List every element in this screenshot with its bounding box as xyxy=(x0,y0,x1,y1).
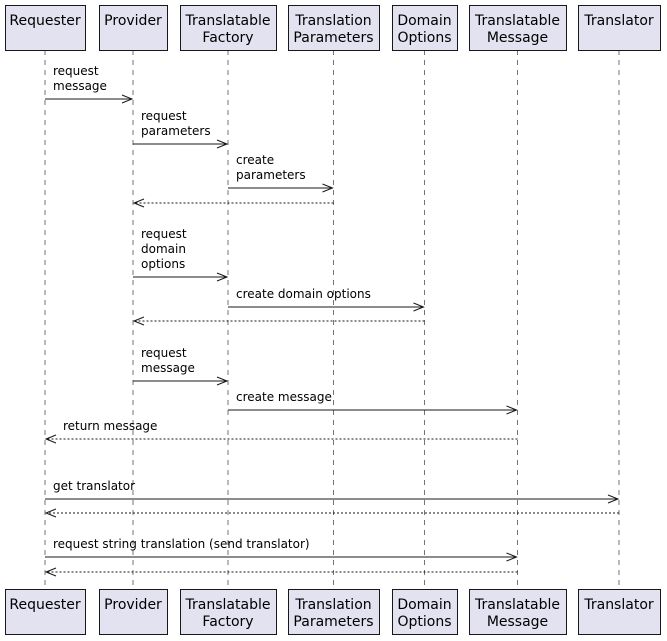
participant-box xyxy=(180,5,277,51)
message-9: create message xyxy=(228,390,518,415)
arrowhead xyxy=(132,198,145,208)
participant-box xyxy=(469,589,567,635)
arrowhead xyxy=(216,139,229,149)
message-6: create domain options xyxy=(228,287,425,312)
participant-label: Translator xyxy=(583,13,654,29)
message-label: request xyxy=(141,109,187,123)
message-4 xyxy=(132,198,334,208)
message-label: create domain options xyxy=(236,287,371,301)
message-label: request xyxy=(141,346,187,360)
message-13: request string translation (send transla… xyxy=(45,537,518,562)
message-12 xyxy=(44,508,619,518)
participant-label: Translation xyxy=(294,597,371,613)
message-label: create xyxy=(236,153,274,167)
participant-label: Parameters xyxy=(293,30,373,46)
participant-box xyxy=(288,589,380,635)
participant-box xyxy=(180,589,277,635)
participant-box xyxy=(469,5,567,51)
messages: requestmessagerequestparameterscreatepar… xyxy=(44,64,620,577)
arrowhead xyxy=(121,94,134,104)
participant-requester-top: Requester xyxy=(5,5,86,51)
message-label: options xyxy=(141,257,185,271)
message-label: message xyxy=(141,361,195,375)
message-7 xyxy=(132,316,425,326)
arrowhead xyxy=(322,183,334,193)
participant-label: Factory xyxy=(202,614,253,630)
participant-label: Options xyxy=(397,614,451,630)
participant-label: Message xyxy=(487,614,548,630)
message-label: return message xyxy=(63,419,157,433)
arrowhead xyxy=(44,434,57,444)
message-label: parameters xyxy=(141,124,211,138)
participant-label: Factory xyxy=(202,30,253,46)
participant-box xyxy=(288,5,380,51)
participant-label: Requester xyxy=(9,13,80,29)
participant-label: Provider xyxy=(104,597,162,613)
participant-box xyxy=(5,5,86,51)
message-10: return message xyxy=(44,419,518,444)
arrowhead xyxy=(506,405,518,415)
participant-label: Domain xyxy=(397,597,451,613)
participant-requester-bottom: Requester xyxy=(5,589,86,635)
message-label: get translator xyxy=(53,479,135,493)
arrowhead xyxy=(413,302,425,312)
lifelines xyxy=(44,50,620,589)
message-label: request xyxy=(53,64,99,78)
arrowhead xyxy=(607,494,620,504)
participant-box xyxy=(392,5,458,51)
message-11: get translator xyxy=(45,479,620,504)
participant-box xyxy=(99,5,168,51)
participant-label: Translatable xyxy=(185,597,271,613)
participant-translator-bottom: Translator xyxy=(578,589,661,635)
message-label: request string translation (send transla… xyxy=(53,537,310,551)
arrowhead xyxy=(506,552,518,562)
participant-provider-bottom: Provider xyxy=(99,589,168,635)
participant-label: Domain xyxy=(397,13,451,29)
arrowhead xyxy=(132,316,145,326)
arrowhead xyxy=(44,508,57,518)
participant-box xyxy=(392,589,458,635)
participant-label: Parameters xyxy=(293,614,373,630)
message-label: request xyxy=(141,227,187,241)
message-label: message xyxy=(53,79,107,93)
participant-provider-top: Provider xyxy=(99,5,168,51)
participant-label: Message xyxy=(487,30,548,46)
participant-label: Translatable xyxy=(474,597,560,613)
message-label: create message xyxy=(236,390,332,404)
participant-label: Provider xyxy=(104,13,162,29)
participant-box xyxy=(578,5,661,51)
participant-box xyxy=(578,589,661,635)
participant-label: Translatable xyxy=(474,13,560,29)
message-label: domain xyxy=(141,242,186,256)
participant-label: Requester xyxy=(9,597,80,613)
arrowhead xyxy=(44,567,57,577)
participant-label: Translation xyxy=(294,13,371,29)
message-label: parameters xyxy=(236,168,306,182)
participant-translator-top: Translator xyxy=(578,5,661,51)
participant-label: Options xyxy=(397,30,451,46)
arrowhead xyxy=(216,376,229,386)
participant-box xyxy=(99,589,168,635)
arrowhead xyxy=(216,272,229,282)
participant-label: Translatable xyxy=(185,13,271,29)
message-14 xyxy=(44,567,518,577)
participant-box xyxy=(5,589,86,635)
participant-label: Translator xyxy=(583,597,654,613)
